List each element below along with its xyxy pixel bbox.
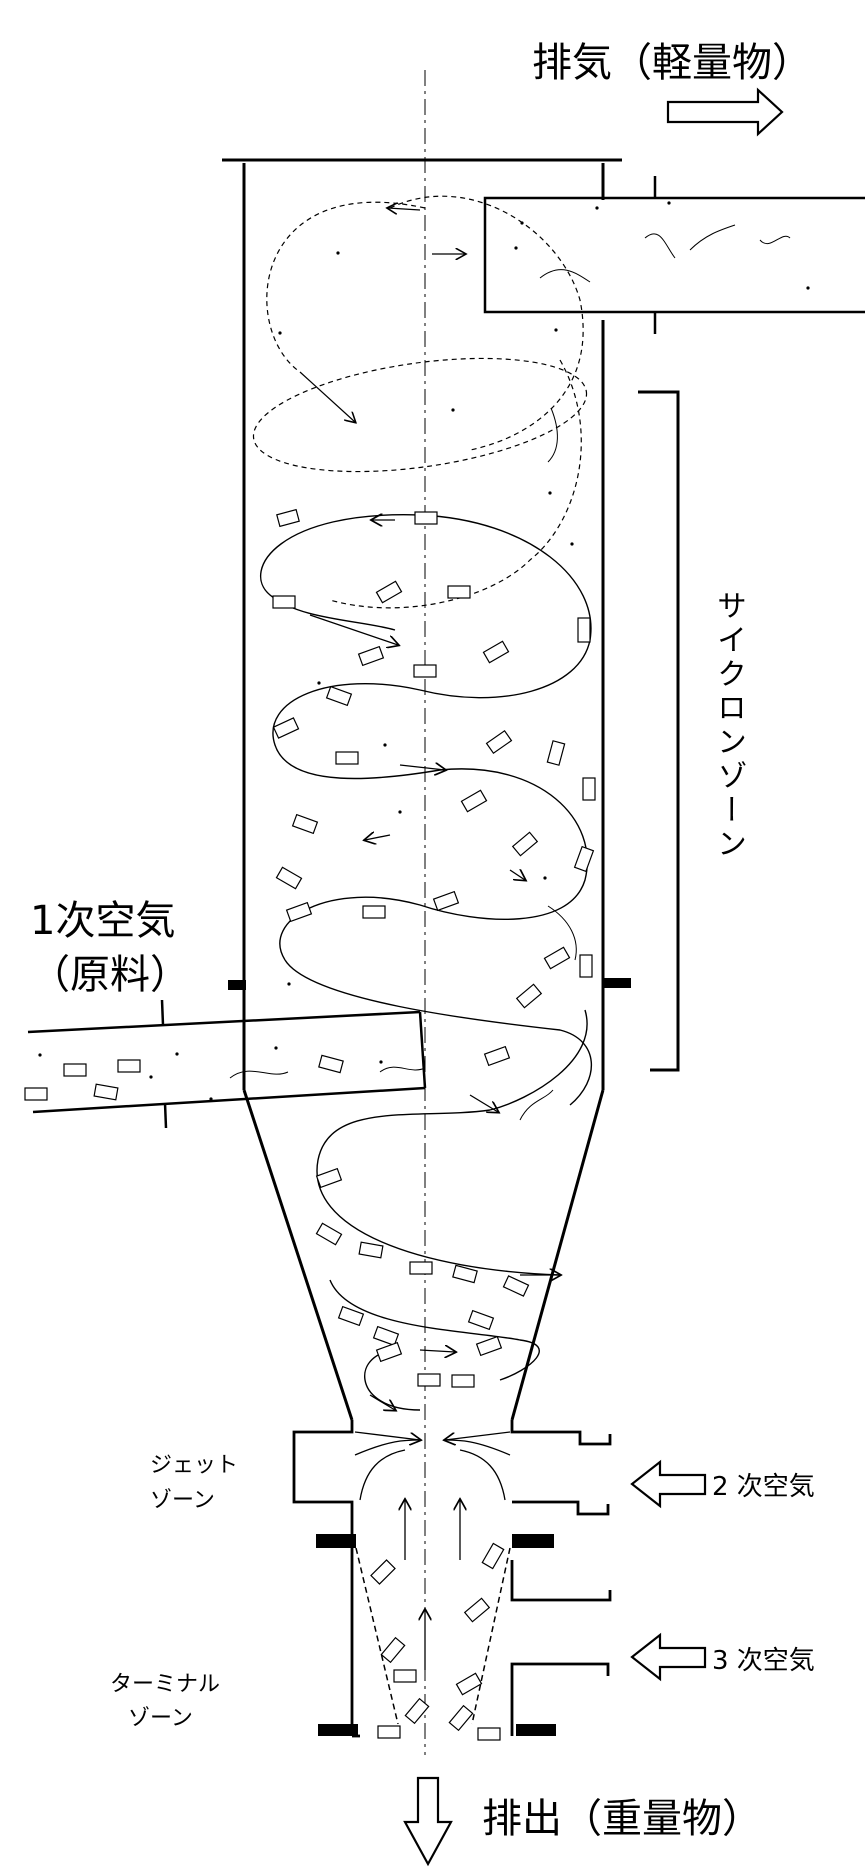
discharge-arrow [403,1776,453,1867]
exhaust-label: 排気（軽量物） [532,40,812,86]
jet-zone-label-2: ゾーン [150,1488,215,1513]
terminal-cone [355,1547,511,1725]
terminal-zone-label-2: ゾーン [128,1706,193,1731]
upper-vortex-arrows [299,208,465,422]
secondary-air-label: 2 次空気 [712,1472,815,1502]
cone-right [510,1089,605,1421]
jet-flow-arrows [354,1431,511,1670]
exhaust-duct [483,176,865,334]
inlet-duct [27,999,427,1129]
discharge-label: 排出（重量物） [482,1796,762,1842]
jet-zone-label-1: ジェット [150,1453,239,1478]
vessel-body [222,158,622,1421]
exhaust-arrow [666,87,784,137]
light-material-wisps [229,224,791,1121]
cyclone-zone-label: サイクロンゾーン [711,590,746,862]
lower-housing [292,1420,612,1738]
raw-material-label: （原料） [30,952,190,998]
tertiary-air-arrow [630,1632,707,1682]
terminal-zone-label-1: ターミナル [110,1672,221,1697]
spiral-arrows [309,520,560,1410]
cyclone-zone-bracket [638,390,680,1072]
particles [24,508,596,1741]
primary-air-label: 1次空気 [30,898,176,944]
tertiary-air-label: 3 次空気 [712,1646,815,1676]
upper-vortex [252,195,588,609]
light-particles [38,201,810,1101]
flange-blocks [228,978,631,1736]
cyclone-spiral [260,514,593,1411]
secondary-air-arrow [630,1459,707,1509]
cone-left [242,1089,354,1421]
